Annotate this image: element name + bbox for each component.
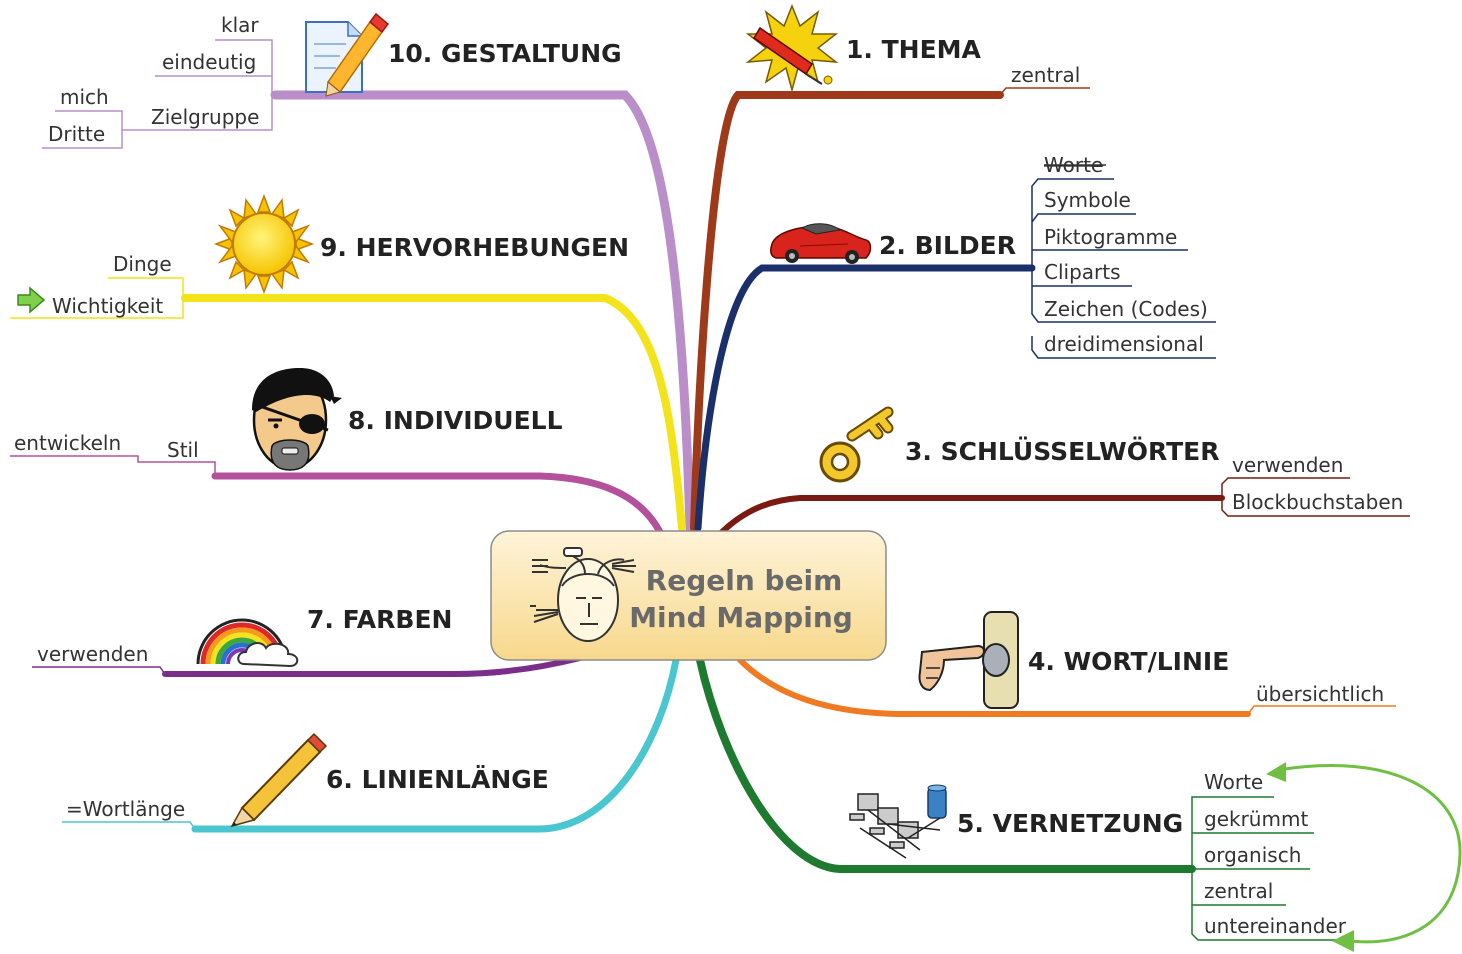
branch-line-thema xyxy=(690,91,1004,532)
branch-title-farben[interactable]: 7. FARBEN xyxy=(307,605,452,634)
branch-title-schluessel[interactable]: 3. SCHLÜSSELWÖRTER xyxy=(905,436,1220,466)
sub-lines-gestaltung xyxy=(42,39,275,149)
center-node[interactable]: Regeln beim Mind Mapping xyxy=(490,530,887,661)
rainbow-cloud-icon xyxy=(196,618,299,668)
sub-label-gestaltung-klar[interactable]: klar xyxy=(221,13,259,37)
branch-line-wortlinie xyxy=(737,657,1251,717)
sub-label-vernetzung-zentral[interactable]: zentral xyxy=(1204,879,1273,903)
sub-label-vernetzung-untereinander[interactable]: untereinander xyxy=(1204,914,1347,938)
sub-label-gestaltung-mich[interactable]: mich xyxy=(60,85,109,109)
branch-line-hervorhebungen xyxy=(181,294,686,532)
head-mindmap-icon xyxy=(530,547,636,642)
branch-title-wortlinie[interactable]: 4. WORT/LINIE xyxy=(1028,647,1229,676)
sub-label-vernetzung-gekruemmt[interactable]: gekrümmt xyxy=(1204,807,1308,831)
computer-network-icon xyxy=(849,784,947,859)
sub-label-bilder-cliparts[interactable]: Cliparts xyxy=(1044,260,1121,284)
center-title-line1: Regeln beim xyxy=(646,564,843,597)
green-arrow-icon xyxy=(17,286,46,314)
sub-label-bilder-dreidimensional[interactable]: dreidimensional xyxy=(1044,332,1204,356)
sub-label-schluessel-verwenden[interactable]: verwenden xyxy=(1232,453,1343,477)
sub-label-bilder-piktogramme[interactable]: Piktogramme xyxy=(1044,225,1177,249)
branch-line-linienlaenge xyxy=(191,656,680,833)
sub-label-individuell-entwickeln[interactable]: entwickeln xyxy=(14,431,121,455)
firework-rocket-icon xyxy=(745,3,839,93)
sub-lines-hervorhebungen xyxy=(10,277,185,319)
branch-line-bilder xyxy=(694,264,1036,532)
pencil-icon xyxy=(230,732,328,828)
sub-label-vernetzung-organisch[interactable]: organisch xyxy=(1204,843,1301,867)
branch-title-gestaltung[interactable]: 10. GESTALTUNG xyxy=(388,39,622,68)
key-icon xyxy=(819,406,894,483)
finger-pressing-button-icon xyxy=(918,611,1019,709)
branch-title-bilder[interactable]: 2. BILDER xyxy=(879,231,1016,260)
sub-lines-bilder xyxy=(1031,178,1216,359)
sub-label-linienlaenge-wortlaenge[interactable]: =Wortlänge xyxy=(66,797,185,821)
branch-title-linienlaenge[interactable]: 6. LINIENLÄNGE xyxy=(326,764,549,794)
red-sports-car-icon xyxy=(770,223,872,264)
curved-arrow-icon xyxy=(1266,762,1462,952)
sub-label-thema-zentral[interactable]: zentral xyxy=(1011,63,1080,87)
branch-line-individuell xyxy=(211,472,664,536)
sub-label-gestaltung-dritte[interactable]: Dritte xyxy=(48,122,105,146)
sub-label-farben-verwenden[interactable]: verwenden xyxy=(37,642,148,666)
sub-lines-individuell xyxy=(10,455,216,476)
branch-line-vernetzung xyxy=(696,656,1196,873)
branch-title-thema[interactable]: 1. THEMA xyxy=(846,35,982,64)
sub-lines-schluessel xyxy=(1221,477,1410,517)
sub-label-hervorhebungen-wichtigkeit[interactable]: Wichtigkeit xyxy=(52,294,163,318)
branch-line-farben xyxy=(162,655,583,677)
sub-label-hervorhebungen-dinge[interactable]: Dinge xyxy=(113,252,172,276)
sub-label-wortlinie-uebersichtlich[interactable]: übersichtlich xyxy=(1256,682,1384,706)
branch-title-hervorhebungen[interactable]: 9. HERVORHEBUNGEN xyxy=(320,233,629,262)
branch-title-individuell[interactable]: 8. INDIVIDUELL xyxy=(348,406,563,435)
sub-label-bilder-zeichen[interactable]: Zeichen (Codes) xyxy=(1044,297,1208,321)
sub-lines-linienlaenge xyxy=(62,821,196,830)
sub-label-schluessel-blockbuchstaben[interactable]: Blockbuchstaben xyxy=(1232,490,1403,514)
sub-lines-wortlinie xyxy=(1247,705,1396,715)
sub-label-gestaltung-eindeutig[interactable]: eindeutig xyxy=(162,50,256,74)
center-title-line2: Mind Mapping xyxy=(629,601,853,634)
branch-line-schluessel xyxy=(719,495,1225,535)
sub-label-bilder-symbole[interactable]: Symbole xyxy=(1044,188,1131,212)
sub-lines-thema xyxy=(999,87,1090,96)
sun-icon xyxy=(213,193,315,295)
pirate-face-icon xyxy=(252,368,342,471)
sub-label-individuell-stil[interactable]: Stil xyxy=(167,438,199,462)
sub-lines-farben xyxy=(32,666,166,675)
branch-line-gestaltung xyxy=(270,90,695,533)
document-pencil-icon xyxy=(305,12,390,97)
sub-label-vernetzung-worte[interactable]: Worte xyxy=(1204,770,1263,794)
branch-title-vernetzung[interactable]: 5. VERNETZUNG xyxy=(957,809,1183,838)
sub-lines-vernetzung xyxy=(1191,796,1350,941)
sub-label-gestaltung-zielgruppe[interactable]: Zielgruppe xyxy=(151,105,259,129)
